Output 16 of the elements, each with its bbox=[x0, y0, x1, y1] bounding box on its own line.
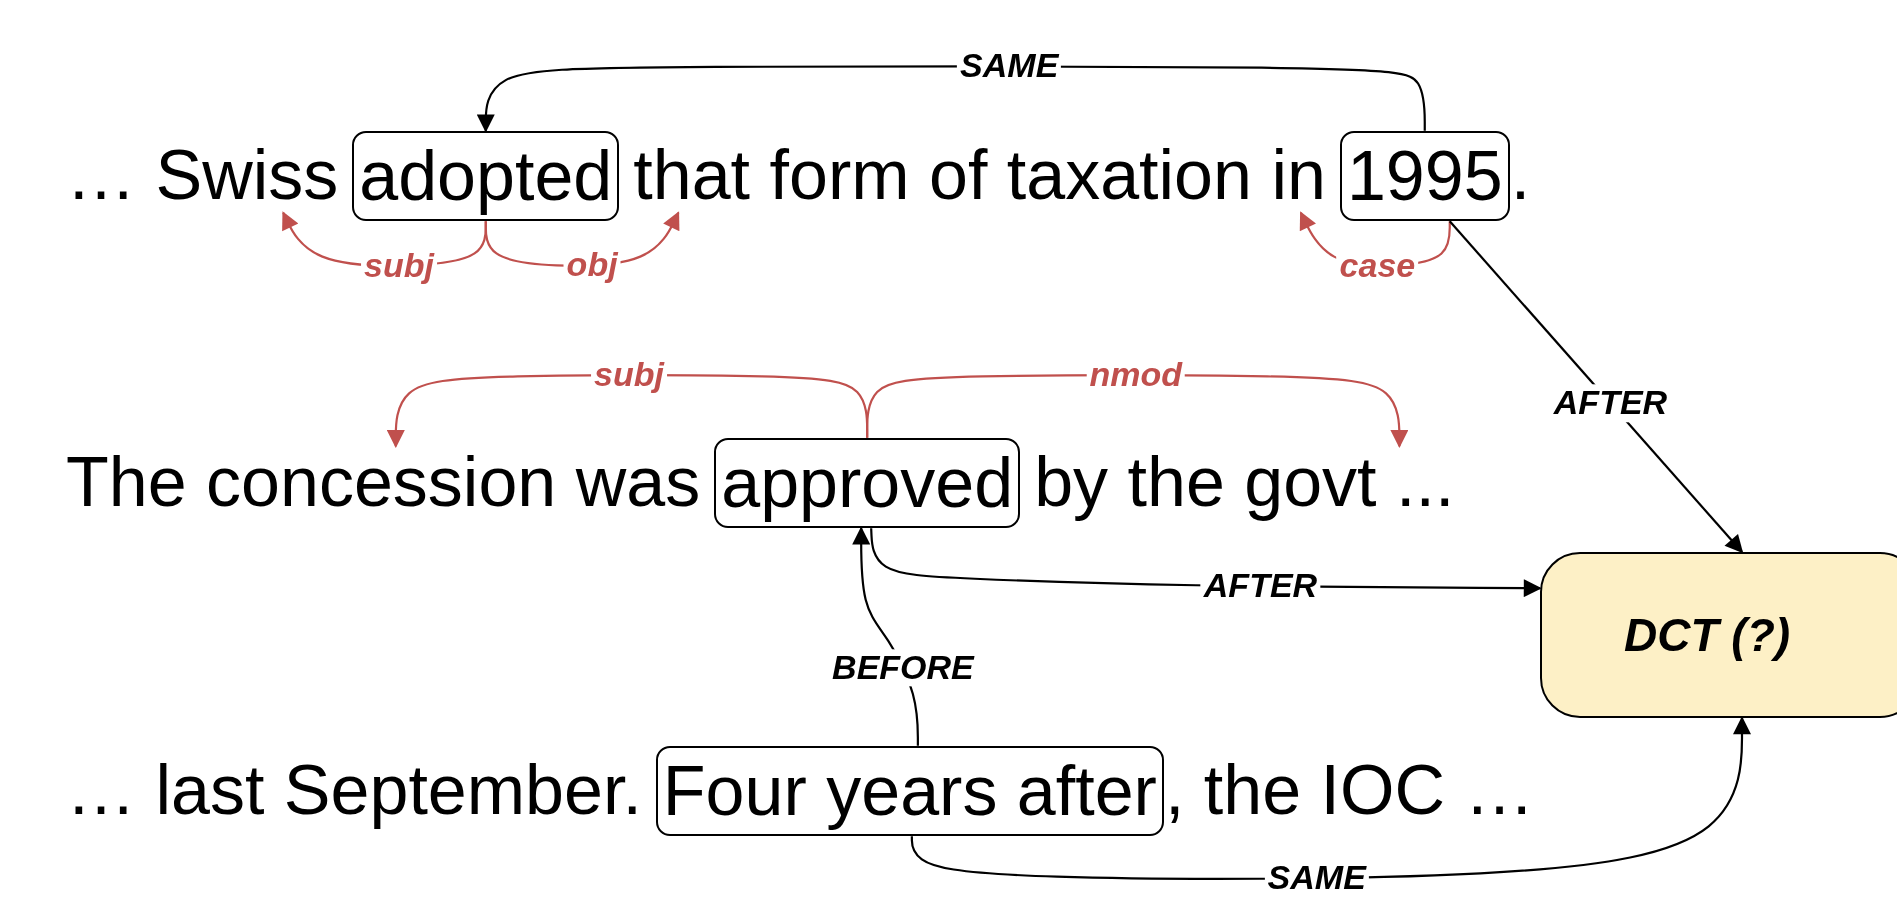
arrow bbox=[1448, 220, 1744, 554]
sentence-text: … Swiss bbox=[66, 139, 339, 213]
sentence-text: … last September. bbox=[66, 754, 642, 828]
highlighted-word: approved bbox=[714, 437, 1021, 529]
highlighted-word: 1995 bbox=[1339, 130, 1510, 222]
sentence-text: by the govt ... bbox=[1034, 446, 1455, 520]
rounded-box: DCT (?) bbox=[1540, 552, 1897, 718]
sentence-text: . bbox=[1510, 139, 1531, 213]
edge-label: BEFORE bbox=[829, 648, 977, 687]
sentence-text: , the IOC … bbox=[1164, 754, 1535, 828]
highlighted-word: adopted bbox=[352, 130, 620, 222]
sentence-text: that form of taxation in bbox=[633, 139, 1326, 213]
sentence-text: The concession was bbox=[66, 446, 701, 520]
highlighted-word: Four years after bbox=[655, 745, 1164, 837]
arrow bbox=[476, 65, 1426, 133]
arrow bbox=[910, 716, 1751, 880]
